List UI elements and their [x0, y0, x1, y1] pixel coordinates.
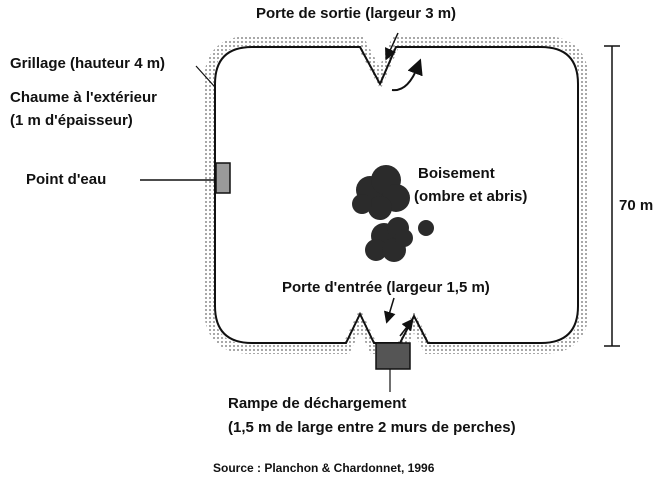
woodland-label-line1: Boisement: [418, 165, 495, 182]
exit-gate-label: Porte de sortie (largeur 3 m): [256, 5, 457, 22]
entry-gate-swing: [399, 318, 414, 337]
fence-outline: [214, 46, 579, 344]
exit-gate-arrow: [391, 58, 423, 92]
ramp-label-line1: Rampe de déchargement: [228, 395, 407, 412]
thatch-label-line1: Chaume à l'extérieur: [10, 89, 157, 106]
water-point-label: Point d'eau: [26, 171, 107, 188]
source-caption: Source : Planchon & Chardonnet, 1996: [213, 461, 435, 475]
woodland-cluster: [352, 165, 434, 262]
fence-label: Grillage (hauteur 4 m): [10, 55, 166, 72]
thatch-label-line2: (1 m d'épaisseur): [10, 112, 133, 129]
ramp-label-line2: (1,5 m de large entre 2 murs de perches): [228, 419, 516, 436]
entry-gate-pointer: [383, 297, 396, 324]
unloading-ramp: [375, 342, 411, 370]
thatch-band: [204, 36, 589, 354]
woodland-label-line2: (ombre et abris): [414, 188, 528, 205]
dimension-label: 70 m: [619, 197, 654, 214]
exit-gate-pointer: [385, 32, 399, 61]
entry-gate-label: Porte d'entrée (largeur 1,5 m): [282, 279, 490, 296]
fence-leader: [195, 65, 215, 87]
water-point-box: [215, 162, 231, 194]
